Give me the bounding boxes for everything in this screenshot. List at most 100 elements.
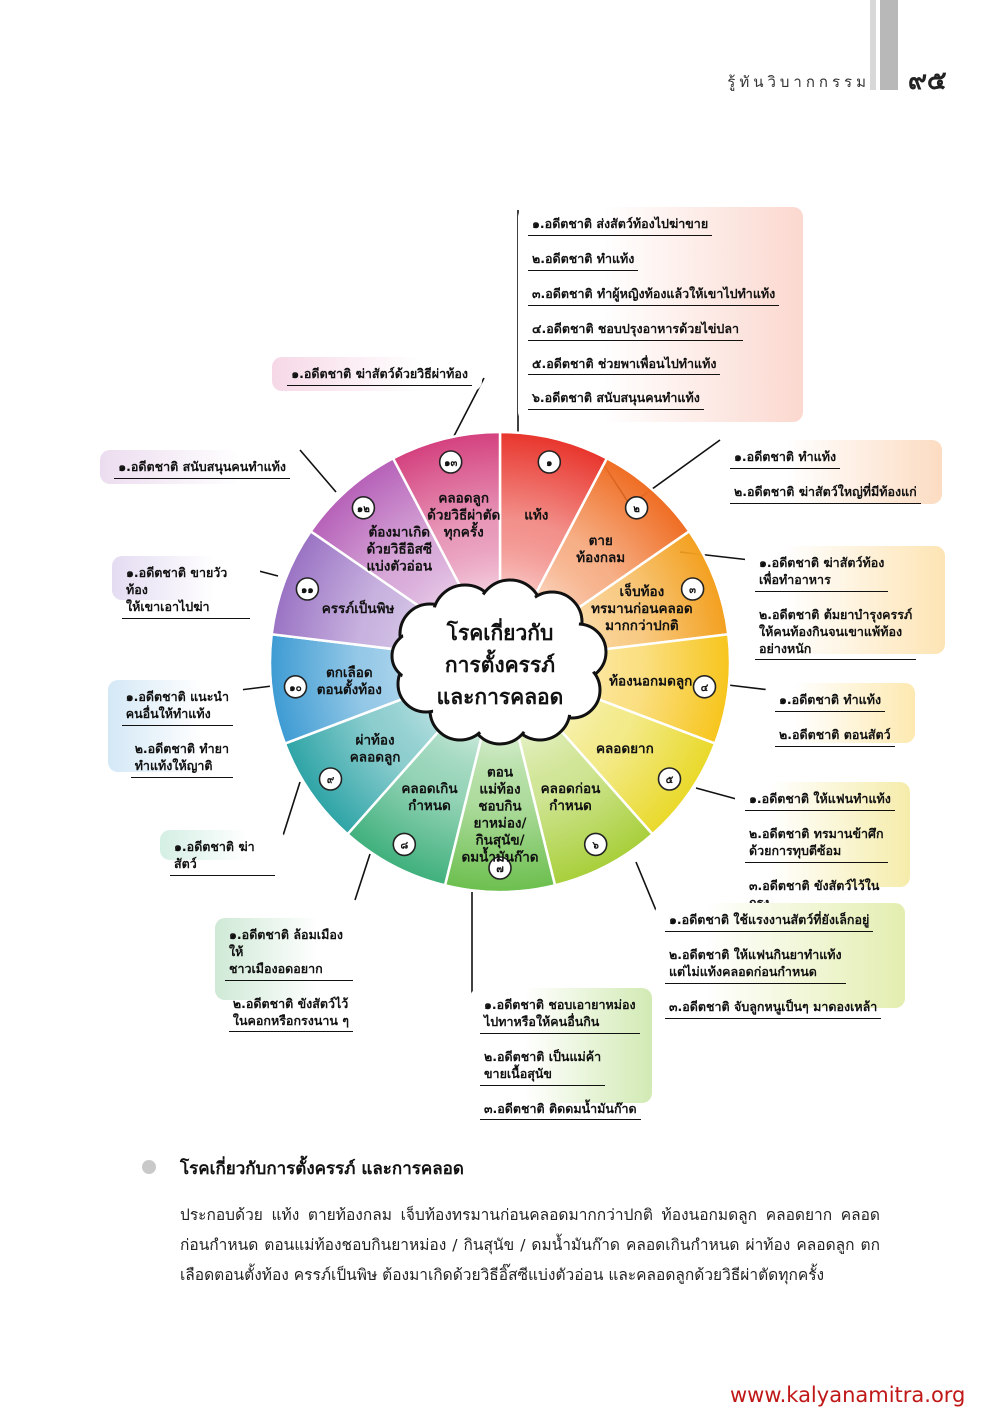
header-page-number: ๙๕ <box>908 66 947 96</box>
cause-item: ๓.อดีตชาติ ติดดมน้ำมันก๊าด <box>480 1098 641 1121</box>
segment-number-12: ๑๒ <box>357 504 370 515</box>
cause-item: ๒.อดีตชาติ ทรมานข้าศึก ด้วยการทุบตีซ้อม <box>745 823 888 863</box>
center-title-3: และการคลอด <box>437 685 564 709</box>
cause-item: ๑.อดีตชาติ ชอบเอายาหม่อง ไปทาหรือให้คนอื… <box>480 994 640 1034</box>
cause-item: ๔.อดีตชาติ ชอบปรุงอาหารด้วยไข่ปลา <box>528 318 744 341</box>
segment-number-11: ๑๑ <box>301 585 314 596</box>
cause-item: ๒.อดีตชาติ ขังสัตว์ไว้ ในคอกหรือกรงนาน ๆ <box>228 993 353 1033</box>
header-book-title: รู้ทันวิบากกรรม <box>727 73 870 91</box>
segment-label-13: คลอดลูกด้วยวิธีผ่าตัดทุกครั้ง <box>427 491 500 541</box>
cause-box-4: ๑.อดีตชาติ ทำแท้ง๒.อดีตชาติ ตอนสัตว์ <box>765 683 915 747</box>
segment-number-badge-7 <box>488 856 512 880</box>
section-title: โรคเกี่ยวกับการตั้งครรภ์ และการคลอด <box>180 1159 464 1179</box>
segment-label-2: ตายท้องกลม <box>576 533 625 566</box>
segment-number-7: ๗ <box>496 864 504 875</box>
cause-item: ๑.อดีตชาติ ทำแท้ง <box>775 689 886 712</box>
connector-line-12 <box>299 449 337 493</box>
header-decor-bar-light <box>870 0 876 90</box>
segment-number-4: ๔ <box>701 683 709 694</box>
connector-line-4 <box>727 684 771 691</box>
cause-item: ๑.อดีตชาติ ฆ่าสัตว์ท้อง เพื่อทำอาหาร <box>755 552 889 592</box>
cause-item: ๓.อดีตชาติ ขังสัตว์ไว้ในกรง <box>745 875 900 915</box>
cause-item: ๑.อดีตชาติ ฆ่าสัตว์ด้วยวิธีผ่าท้อง <box>287 363 472 386</box>
center-cloud: โรคเกี่ยวกับการตั้งครรภ์และการคลอด <box>390 578 608 746</box>
cause-item: ๒.อดีตชาติ ตอนสัตว์ <box>775 724 895 747</box>
segment-label-10: ตกเลือดตอนตั้งท้อง <box>317 665 382 698</box>
cause-item: ๓.อดีตชาติ จับลูกหนูเป็นๆ มาดองเหล้า <box>665 996 882 1019</box>
segment-number-badge-5 <box>657 767 682 791</box>
segment-number-2: ๒ <box>633 504 640 515</box>
cause-box-8: ๑.อดีตชาติ ล้อมเมืองให้ ชาวเมืองอดอยาก๒.… <box>215 918 363 1033</box>
segment-number-6: ๖ <box>592 840 600 851</box>
cause-box-9: ๑.อดีตชาติ ฆ่าสัตว์ <box>160 830 285 876</box>
segment-number-badge-9 <box>318 767 343 791</box>
segment-label-6: คลอดก่อนกำหนด <box>541 781 601 814</box>
cause-box-1: ๑.อดีตชาติ ส่งสัตว์ท้องไปฆ่าขาย๒.อดีตชาต… <box>518 207 803 422</box>
cause-item: ๒.อดีตชาติ ทำยา ทำแท้งให้ญาติ <box>130 738 233 778</box>
segment-labels: ๑แท้ง ๒ตายท้องกลม๓เจ็บท้องทรมานก่อนคลอดมา… <box>283 450 717 880</box>
segment-label-5: คลอดยาก <box>596 741 654 757</box>
cause-item: ๑.อดีตชาติ ใช้แรงงานสัตว์ที่ยังเล็กอยู่ <box>665 909 874 932</box>
cause-item: ๕.อดีตชาติ ช่วยพาเพื่อนไปทำแท้ง <box>528 353 721 376</box>
cause-box-6: ๑.อดีตชาติ ใช้แรงงานสัตว์ที่ยังเล็กอยู่๒… <box>655 903 905 1019</box>
segment-number-8: ๘ <box>400 840 408 851</box>
segment-number-badge-8 <box>392 832 417 857</box>
section-bullet <box>142 1160 156 1174</box>
cause-item: ๑.อดีตชาติ ทำแท้ง <box>730 446 841 469</box>
connector-line-8 <box>354 853 371 901</box>
segment-number-badge-4 <box>692 674 717 699</box>
cause-item: ๑.อดีตชาติ ล้อมเมืองให้ ชาวเมืองอดอยาก <box>225 924 353 981</box>
segment-label-7: ตอนแม่ท้องชอบกินยาหม่อง/กินสุนัข/ดมน้ำมั… <box>461 764 538 865</box>
connector-line-10 <box>239 685 273 691</box>
cause-item: ๓.อดีตชาติ ทำผู้หญิงท้องแล้วให้เขาไปทำแท… <box>528 283 780 306</box>
segment-number-13: ๑๓ <box>444 458 457 469</box>
segment-label-1: แท้ง <box>524 508 548 524</box>
center-title-1: โรคเกี่ยวกับ <box>446 617 554 645</box>
segment-number-badge-1 <box>537 450 562 474</box>
cause-item: ๒.อดีตชาติ เป็นแม่ค้า ขายเนื้อสุนัข <box>480 1046 606 1086</box>
segment-label-9: ผ่าท้องคลอดลูก <box>350 733 401 766</box>
segment-label-4: ท้องนอกมดลูก <box>609 673 692 689</box>
segment-number-1: ๑ <box>546 458 552 469</box>
segment-number-5: ๕ <box>666 775 674 786</box>
segment-label-3: เจ็บท้องทรมานก่อนคลอดมากกว่าปกติ <box>591 582 693 634</box>
cause-item: ๒.อดีตชาติ ทำแท้ง <box>528 248 639 271</box>
cause-box-10: ๑.อดีตชาติ แนะนำ คนอื่นให้ทำแท้ง๒.อดีตชา… <box>108 680 243 778</box>
cause-box-7: ๑.อดีตชาติ ชอบเอายาหม่อง ไปทาหรือให้คนอื… <box>470 988 652 1121</box>
cause-box-12: ๑.อดีตชาติ สนับสนุนคนทำแท้ง <box>100 450 300 484</box>
header-decor-bar <box>880 0 898 90</box>
segment-number-badge-13 <box>438 450 463 474</box>
footer-url: www.kalyanamitra.org <box>730 1383 966 1407</box>
connector-line-5 <box>695 787 741 801</box>
cause-box-5: ๑.อดีตชาติ ให้แฟนทำแท้ง๒.อดีตชาติ ทรมานข… <box>735 782 910 915</box>
segment-number-3: ๓ <box>689 585 696 596</box>
cause-item: ๑.อดีตชาติ ส่งสัตว์ท้องไปฆ่าขาย <box>528 213 713 236</box>
cause-box-2: ๑.อดีตชาติ ทำแท้ง๒.อดีตชาติ ฆ่าสัตว์ใหญ่… <box>720 440 942 504</box>
segment-number-10: ๑๐ <box>289 683 301 694</box>
segment-label-12: ต้องมาเกิดด้วยวิธีอิสซีแบ่งตัวอ่อน <box>366 524 432 574</box>
cause-item: ๑.อดีตชาติ ให้แฟนทำแท้ง <box>745 788 895 811</box>
segment-label-11: ครรภ์เป็นพิษ <box>322 599 395 617</box>
segment-number-9: ๙ <box>327 775 335 786</box>
segment-number-badge-3 <box>680 577 705 601</box>
cause-box-3: ๑.อดีตชาติ ฆ่าสัตว์ท้อง เพื่อทำอาหาร๒.อด… <box>745 546 945 661</box>
segment-number-badge-2 <box>624 495 649 520</box>
cause-box-13: ๑.อดีตชาติ ฆ่าสัตว์ด้วยวิธีผ่าท้อง <box>272 357 482 391</box>
cause-box-11: ๑.อดีตชาติ ขายวัวท้อง ให้เขาเอาไปฆ่า <box>112 556 260 619</box>
cause-item: ๒.อดีตชาติ ต้มยาบำรุงครรภ์ ให้คนท้องกินจ… <box>755 604 917 661</box>
cause-item: ๑.อดีตชาติ ฆ่าสัตว์ <box>170 836 275 876</box>
segment-number-badge-11 <box>295 577 320 601</box>
segment-label-8: คลอดเกินกำหนด <box>401 781 458 814</box>
section-body: ประกอบด้วย แท้ง ตายท้องกลม เจ็บท้องทรมาน… <box>180 1206 880 1284</box>
cause-item: ๑.อดีตชาติ สนับสนุนคนทำแท้ง <box>114 456 290 479</box>
center-title-2: การตั้งครรภ์ <box>445 649 555 677</box>
segment-number-badge-6 <box>583 832 608 857</box>
cause-item: ๒.อดีตชาติ ฆ่าสัตว์ใหญ่ที่มีท้องแก่ <box>730 481 921 504</box>
segment-number-badge-12 <box>351 495 376 520</box>
segment-number-badge-10 <box>283 674 308 699</box>
cause-item: ๑.อดีตชาติ ขายวัวท้อง ให้เขาเอาไปฆ่า <box>122 562 250 619</box>
cause-item: ๑.อดีตชาติ แนะนำ คนอื่นให้ทำแท้ง <box>121 686 233 726</box>
pregnancy-disease-wheel-diagram: ๑แท้ง ๒ตายท้องกลม๓เจ็บท้องทรมานก่อนคลอดมา… <box>239 210 771 1000</box>
cause-item: ๖.อดีตชาติ สนับสนุนคนทำแท้ง <box>528 387 704 411</box>
cause-item: ๒.อดีตชาติ ให้แฟนกินยาทำแท้ง แต่ไม่แท้งค… <box>665 944 846 984</box>
